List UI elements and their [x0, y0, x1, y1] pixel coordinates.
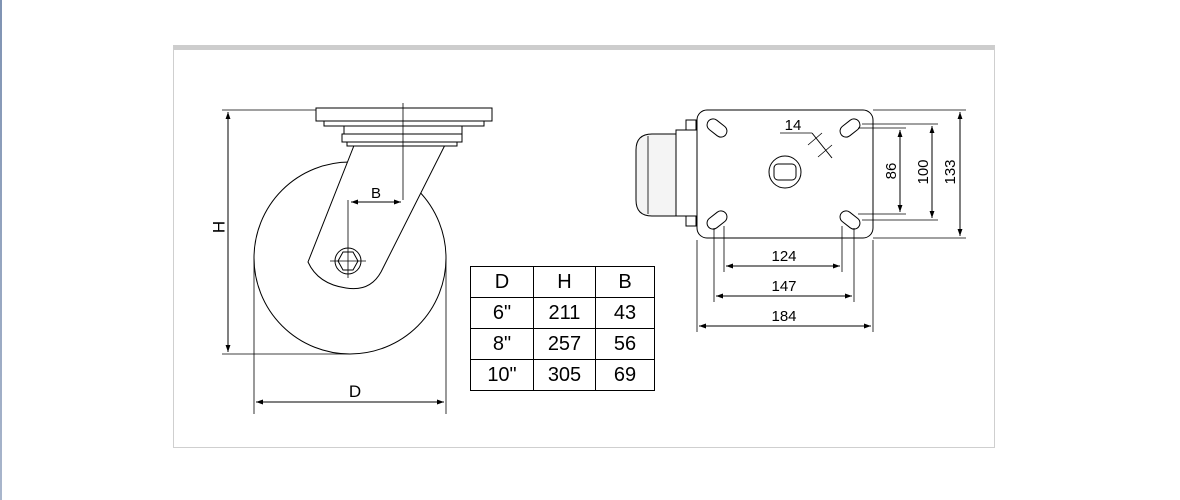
- slot-hole-tr: [839, 118, 861, 138]
- table-header-cell: B: [595, 266, 655, 298]
- label-hole-14: 14: [785, 117, 802, 134]
- table-cell: 69: [595, 359, 655, 391]
- slot-hole-tl: [706, 118, 728, 138]
- caster-side-view: B H D: [209, 103, 493, 414]
- table-row: 10" 305 69: [470, 359, 655, 391]
- table-cell: 6": [470, 297, 534, 329]
- table-cell: 10": [470, 359, 534, 391]
- label-h: H: [209, 221, 228, 233]
- table-cell: 305: [533, 359, 596, 391]
- plate-tab-bottom: [685, 215, 697, 227]
- hole-dim-diag: [811, 132, 833, 159]
- hole-tick-1: [807, 132, 823, 146]
- table-row: 8" 257 56: [470, 328, 655, 360]
- bracket-body: [675, 129, 699, 217]
- label-147: 147: [771, 278, 796, 295]
- bearing-ring-mid: [341, 133, 463, 143]
- wheel-top-view: [635, 133, 677, 217]
- hole-tick-2: [817, 144, 833, 158]
- label-100: 100: [915, 159, 932, 184]
- table-header-cell: D: [470, 266, 534, 298]
- table-cell: 56: [595, 328, 655, 360]
- label-124: 124: [771, 248, 796, 265]
- table-cell: 257: [533, 328, 596, 360]
- plate-tab-top: [685, 119, 697, 131]
- label-133: 133: [942, 159, 959, 184]
- top-plate: [315, 107, 493, 122]
- label-86: 86: [883, 163, 900, 180]
- label-b: B: [371, 185, 381, 202]
- slot-hole-br: [839, 210, 861, 230]
- top-plate-base: [323, 120, 485, 127]
- bearing-ring-bottom: [346, 141, 458, 147]
- slot-hole-bl: [706, 210, 728, 230]
- label-d: D: [349, 382, 361, 401]
- table-row: 6" 211 43: [470, 297, 655, 329]
- kingpin-nut: [773, 163, 797, 181]
- label-184: 184: [771, 308, 796, 325]
- size-spec-table: D H B 6" 211 43 8" 257 56 10" 305 69: [470, 266, 655, 391]
- table-cell: 43: [595, 297, 655, 329]
- table-cell: 8": [470, 328, 534, 360]
- table-cell: 211: [533, 297, 596, 329]
- plate-top-view: 14 86 100 133 124 147 184: [635, 109, 966, 332]
- table-header-cell: H: [533, 266, 596, 298]
- table-header-row: D H B: [470, 266, 655, 298]
- window-left-edge: [0, 0, 2, 500]
